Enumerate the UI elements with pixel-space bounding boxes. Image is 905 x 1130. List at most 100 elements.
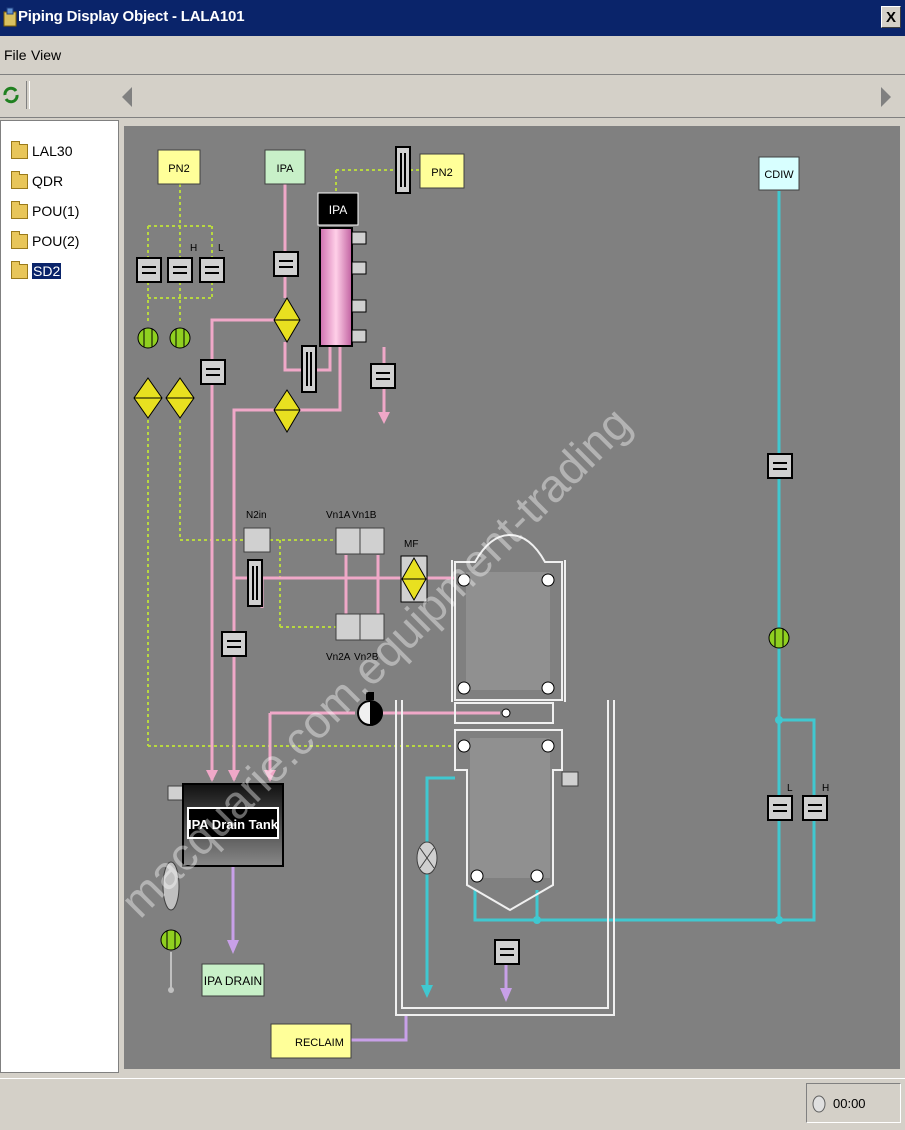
folder-icon — [11, 140, 28, 159]
tag-reclaim: RECLAIM — [270, 1023, 352, 1059]
chamber-nozzles — [457, 573, 555, 883]
vertical-sensor — [301, 345, 317, 393]
tree-item-qdr[interactable]: QDR — [11, 170, 63, 192]
filters[interactable] — [133, 297, 428, 603]
tag-cdiw: CDIW — [758, 156, 800, 191]
scroll-right-icon[interactable] — [879, 86, 893, 108]
tag-pn2-right-label: PN2 — [431, 167, 452, 179]
tree-item-label: LAL30 — [32, 143, 73, 159]
status-bar: 00:00 — [0, 1078, 905, 1130]
filter — [273, 297, 301, 343]
filter — [165, 377, 195, 419]
side-valve[interactable] — [416, 841, 438, 875]
cdiw-junctions — [421, 716, 783, 998]
ipa-arrowheads — [206, 412, 390, 782]
tag-ipa-drain: IPA DRAIN — [201, 963, 265, 997]
refresh-icon[interactable] — [2, 85, 20, 105]
valve-n2in — [243, 527, 271, 553]
sensor-box — [802, 795, 828, 821]
tag-ipa-drain-label: IPA DRAIN — [204, 974, 262, 988]
sensor-box — [200, 359, 226, 385]
tag-reclaim-label: RECLAIM — [295, 1037, 344, 1049]
folder-icon — [11, 170, 28, 189]
tree-item-label: POU(1) — [32, 203, 80, 219]
sensor-box — [273, 251, 299, 277]
chamber-lower-fill — [470, 738, 550, 878]
close-button[interactable]: X — [881, 6, 901, 28]
tag-ipa-top-label: IPA — [277, 163, 295, 175]
piping-diagram: PN2 IPA PN2 CDIW IPA DRAIN RECLAIM IPA — [110, 126, 900, 1069]
label-vn1b: Vn1B — [352, 510, 377, 521]
sensor-box — [136, 257, 162, 283]
tag-pn2-right: PN2 — [419, 153, 465, 189]
valve-vn1a — [335, 527, 361, 555]
ipa-tank: IPA — [317, 192, 367, 347]
flow-meter — [160, 929, 182, 951]
pump-icon[interactable] — [357, 692, 383, 726]
sensors[interactable] — [136, 251, 828, 965]
tree-item-lal30[interactable]: LAL30 — [11, 140, 72, 162]
sensor-box — [767, 795, 793, 821]
sensor-box — [199, 257, 225, 283]
scroll-left-icon[interactable] — [120, 86, 134, 108]
tree-item-label: QDR — [32, 173, 64, 189]
valves[interactable] — [243, 527, 385, 641]
label-n2in: N2in — [246, 510, 267, 521]
status-time-cell: 00:00 — [806, 1083, 901, 1123]
sensor-box — [370, 363, 396, 389]
menu-bar: File View — [0, 36, 905, 75]
flow-meter — [768, 627, 790, 649]
label-h-right: H — [822, 783, 829, 794]
sensor-box — [167, 257, 193, 283]
clock-icon — [812, 1095, 826, 1113]
toolbar-separator — [26, 81, 30, 109]
tag-ipa-top: IPA — [264, 149, 306, 185]
ipa-tank-label: IPA — [329, 203, 347, 217]
label-l-left: L — [218, 243, 224, 254]
vertical-sensor — [395, 146, 411, 194]
label-vn1a: Vn1A — [326, 510, 351, 521]
vertical-sensor — [247, 559, 263, 607]
tree-panel: LAL30 QDR POU(1) POU(2) SD2 — [0, 120, 119, 1073]
tree-item-pou1[interactable]: POU(1) — [11, 200, 79, 222]
tree-item-label: POU(2) — [32, 233, 80, 249]
chamber-port — [561, 771, 579, 787]
app-icon — [3, 7, 17, 27]
tree-item-pou2[interactable]: POU(2) — [11, 230, 79, 252]
status-time: 00:00 — [833, 1095, 866, 1111]
sensor-box — [767, 453, 793, 479]
title-bar: Piping Display Object - LALA101 X — [0, 0, 905, 36]
menu-view[interactable]: View — [31, 47, 62, 63]
tree-item-label: SD2 — [32, 263, 62, 279]
label-vn2a: Vn2A — [326, 652, 351, 663]
tag-pn2-left: PN2 — [157, 149, 201, 185]
chamber-upper-fill — [466, 572, 550, 690]
label-l-right: L — [787, 783, 793, 794]
sensor-box — [494, 939, 520, 965]
valve-vn1b — [359, 527, 385, 555]
drain-arrowheads — [227, 940, 512, 1002]
folder-icon — [11, 200, 28, 219]
folder-open-icon — [11, 260, 28, 279]
tree-item-sd2[interactable]: SD2 — [11, 260, 62, 282]
sensor-box — [221, 631, 247, 657]
filter — [133, 377, 163, 419]
tag-cdiw-label: CDIW — [764, 169, 794, 181]
label-vn2b: Vn2B — [354, 652, 379, 663]
flow-meter — [169, 327, 191, 349]
vertical-sensors[interactable] — [247, 146, 411, 607]
valve-vn2b — [359, 613, 385, 641]
diagram-canvas: PN2 IPA PN2 CDIW IPA DRAIN RECLAIM IPA — [110, 120, 905, 1073]
flow-meters[interactable] — [137, 327, 790, 951]
filter-mf — [400, 555, 428, 603]
ipa-drain-tank-label: IPA Drain Tank — [188, 817, 279, 832]
label-mf: MF — [404, 539, 418, 550]
flow-meter — [137, 327, 159, 349]
window-title: Piping Display Object - LALA101 — [18, 8, 245, 25]
filter — [273, 389, 301, 433]
folder-icon — [11, 230, 28, 249]
menu-file[interactable]: File — [4, 47, 27, 63]
label-h-left: H — [190, 243, 197, 254]
tag-pn2-left-label: PN2 — [168, 163, 189, 175]
level-gauge — [162, 861, 180, 993]
